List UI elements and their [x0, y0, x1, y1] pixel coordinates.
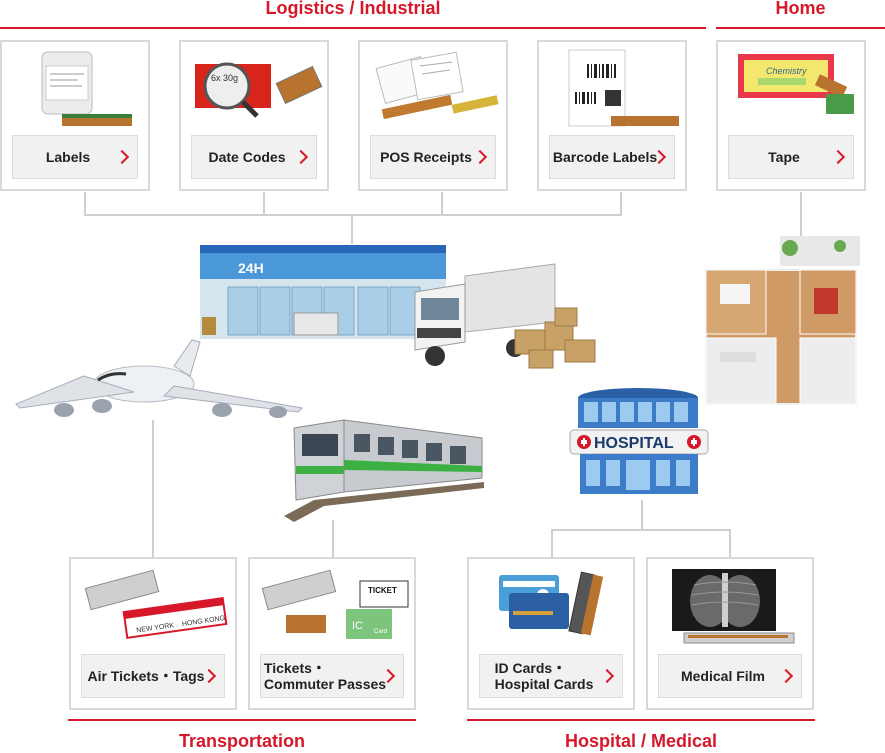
ic-card-text: Card: [374, 629, 387, 635]
card-air-tickets: NEW YORK HONG KONG Air Tickets・Tags: [69, 557, 237, 710]
card-labels: Labels: [0, 40, 150, 191]
date-codes-button[interactable]: Date Codes: [191, 135, 317, 179]
air-tickets-button-label: Air Tickets・Tags: [87, 668, 205, 684]
xray-film-icon: [654, 565, 806, 647]
date-code-icon: 6x 30g: [187, 48, 323, 130]
card-id-cards: ID Cards・ Hospital Cards: [467, 557, 635, 710]
chevron-right-icon: [114, 149, 130, 165]
id-card-icon: [475, 565, 627, 647]
section-title-medical: Hospital / Medical: [564, 731, 718, 751]
barcode-labels-button-label: Barcode Labels: [552, 149, 658, 165]
product-label-icon: [8, 48, 142, 130]
card-date-codes: 6x 30g Date Codes: [179, 40, 329, 191]
connector-line: [551, 529, 553, 557]
section-title-transportation: Transportation: [178, 731, 305, 751]
pos-receipts-button[interactable]: POS Receipts: [370, 135, 496, 179]
tape-icon: Chemistry: [724, 48, 858, 130]
medical-film-button[interactable]: Medical Film: [658, 654, 802, 698]
card-medical-film: Medical Film: [646, 557, 814, 710]
card-barcode-labels: Barcode Labels: [537, 40, 687, 191]
connector-line: [641, 500, 643, 530]
commuter-passes-button[interactable]: Tickets・ Commuter Passes: [260, 654, 404, 698]
connector-line: [351, 214, 353, 244]
labels-button[interactable]: Labels: [12, 135, 138, 179]
section-title-logistics: Logistics / Industrial: [265, 0, 441, 18]
air-ticket-icon: NEW YORK HONG KONG: [77, 565, 229, 647]
card-tape: Chemistry Tape: [716, 40, 866, 191]
connector-line: [441, 192, 443, 216]
card-commuter-passes: TICKET IC Card Tickets・ Commuter Passes: [248, 557, 416, 710]
labels-button-label: Labels: [45, 149, 91, 165]
connector-line: [152, 420, 154, 557]
tape-button-label: Tape: [768, 149, 800, 165]
connector-line: [84, 192, 86, 216]
logistics-rule: [0, 27, 706, 29]
transportation-rule: [68, 719, 416, 721]
card-pos-receipts: POS Receipts: [358, 40, 508, 191]
ticket-text: TICKET: [368, 586, 397, 595]
id-cards-button[interactable]: ID Cards・ Hospital Cards: [479, 654, 623, 698]
connector-line: [263, 192, 265, 216]
receipt-icon: [366, 48, 500, 130]
medical-rule: [467, 719, 815, 721]
home-rule: [716, 27, 885, 29]
hospital-illustration: HOSPITAL: [568, 386, 710, 507]
medical-film-button-label: Medical Film: [680, 668, 766, 684]
convenience-store-illustration: 24H: [198, 243, 448, 348]
id-cards-button-label: ID Cards・ Hospital Cards: [494, 660, 594, 692]
tape-label-text: Chemistry: [766, 66, 807, 76]
date-codes-button-label: Date Codes: [208, 149, 286, 165]
commuter-passes-button-label: Tickets・ Commuter Passes: [263, 660, 387, 692]
chevron-right-icon: [778, 668, 794, 684]
truck-illustration: [405, 262, 610, 379]
ticket-pass-icon: TICKET IC Card: [256, 565, 409, 647]
connector-line: [84, 214, 622, 216]
chevron-right-icon: [830, 149, 846, 165]
connector-line: [551, 529, 731, 531]
airplane-illustration: [14, 336, 306, 433]
train-illustration: [284, 410, 486, 527]
connector-line: [800, 192, 802, 236]
barcode-labels-button[interactable]: Barcode Labels: [549, 135, 675, 179]
air-tickets-button[interactable]: Air Tickets・Tags: [81, 654, 225, 698]
connector-line: [332, 520, 334, 557]
tape-button[interactable]: Tape: [728, 135, 854, 179]
pos-receipts-button-label: POS Receipts: [380, 149, 472, 165]
connector-line: [620, 192, 622, 216]
store-sign-text: 24H: [238, 260, 264, 276]
date-code-text: 6x 30g: [211, 73, 238, 83]
house-floorplan-illustration: [704, 234, 864, 411]
connector-line: [729, 529, 731, 557]
hospital-sign-text: HOSPITAL: [594, 435, 674, 452]
ic-text: IC: [352, 620, 363, 632]
section-title-home: Home: [775, 0, 826, 18]
barcode-label-icon: [545, 48, 679, 130]
